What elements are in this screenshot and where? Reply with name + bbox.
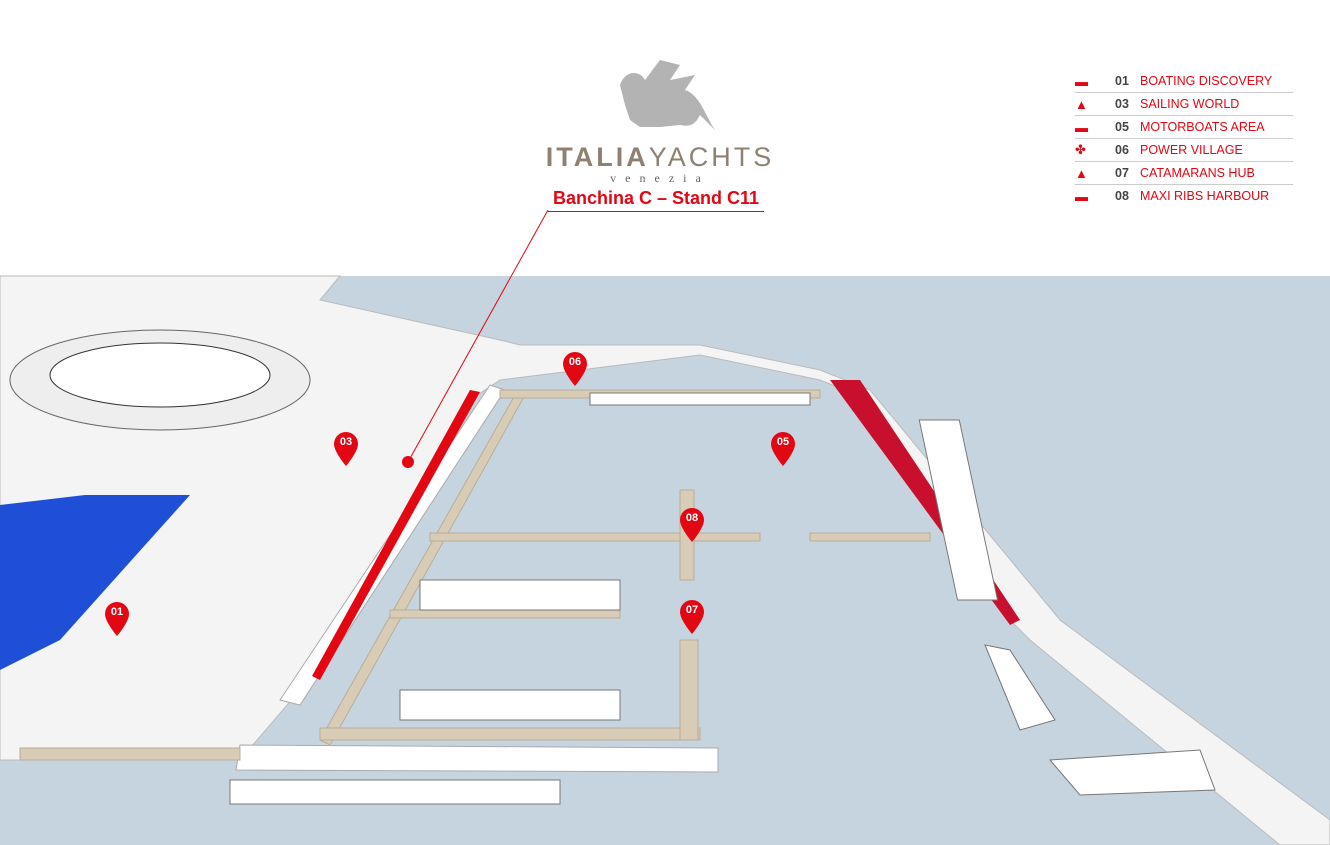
stand-leader-line — [407, 209, 549, 463]
legend-num: 08 — [1115, 189, 1129, 203]
sailboat-icon: ▲ — [1075, 96, 1088, 112]
catamaran-icon: ▲ — [1075, 165, 1088, 181]
motoryacht-icon: ▬ — [1075, 119, 1088, 135]
legend-label: MAXI RIBS HARBOUR — [1140, 189, 1270, 203]
pin-label: 06 — [568, 356, 582, 368]
map-pin-icon — [771, 432, 795, 466]
map-pin-06[interactable]: 06 — [563, 352, 587, 386]
pin-label: 03 — [339, 436, 353, 448]
legend-item: ✤ 06 POWER VILLAGE — [1075, 139, 1293, 162]
legend-label: SAILING WORLD — [1140, 97, 1240, 111]
legend-item: ▲ 07 CATAMARANS HUB — [1075, 162, 1293, 185]
map-pin-icon — [680, 600, 704, 634]
italia-yachts-logo: ITALIAYACHTS venezia — [540, 55, 780, 186]
map-pin-05[interactable]: 05 — [771, 432, 795, 466]
brand-light: YACHTS — [648, 142, 775, 172]
map-pin-07[interactable]: 07 — [680, 600, 704, 634]
legend: ▬ 01 BOATING DISCOVERY ▲ 03 SAILING WORLD ▬ 0… — [1075, 70, 1293, 207]
legend-label: BOATING DISCOVERY — [1140, 74, 1273, 88]
legend-num: 06 — [1115, 143, 1129, 157]
map-pin-08[interactable]: 08 — [680, 508, 704, 542]
pin-label: 01 — [110, 606, 124, 618]
blue-pavilion — [0, 495, 190, 670]
legend-item: ▬ 05 MOTORBOATS AREA — [1075, 116, 1293, 139]
legend-label: CATAMARANS HUB — [1140, 166, 1255, 180]
pin-label: 07 — [685, 604, 699, 616]
map-pin-icon — [563, 352, 587, 386]
stand-label: Banchina C – Stand C11 — [548, 188, 764, 212]
pin-label: 05 — [776, 436, 790, 448]
legend-item: ▲ 03 SAILING WORLD — [1075, 93, 1293, 116]
legend-label: MOTORBOATS AREA — [1140, 120, 1265, 134]
map-pin-icon — [105, 602, 129, 636]
propeller-icon: ✤ — [1075, 142, 1086, 157]
pin-label: 08 — [685, 512, 699, 524]
legend-num: 03 — [1115, 97, 1129, 111]
rib-icon: ▬ — [1075, 188, 1088, 204]
legend-num: 01 — [1115, 74, 1129, 88]
brand-subtitle: venezia — [610, 171, 710, 185]
legend-num: 05 — [1115, 120, 1129, 134]
map-pin-icon — [680, 508, 704, 542]
motorboat-icon: ▬ — [1075, 73, 1088, 89]
legend-item: ▬ 08 MAXI RIBS HARBOUR — [1075, 185, 1293, 207]
map-pin-icon — [334, 432, 358, 466]
map-pin-03[interactable]: 03 — [334, 432, 358, 466]
winged-lion-icon — [620, 60, 715, 130]
legend-item: ▬ 01 BOATING DISCOVERY — [1075, 70, 1293, 93]
map-pin-01[interactable]: 01 — [105, 602, 129, 636]
legend-num: 07 — [1115, 166, 1129, 180]
stand-c11-marker — [402, 456, 414, 468]
brand-bold: ITALIA — [545, 142, 649, 172]
legend-label: POWER VILLAGE — [1140, 143, 1243, 157]
